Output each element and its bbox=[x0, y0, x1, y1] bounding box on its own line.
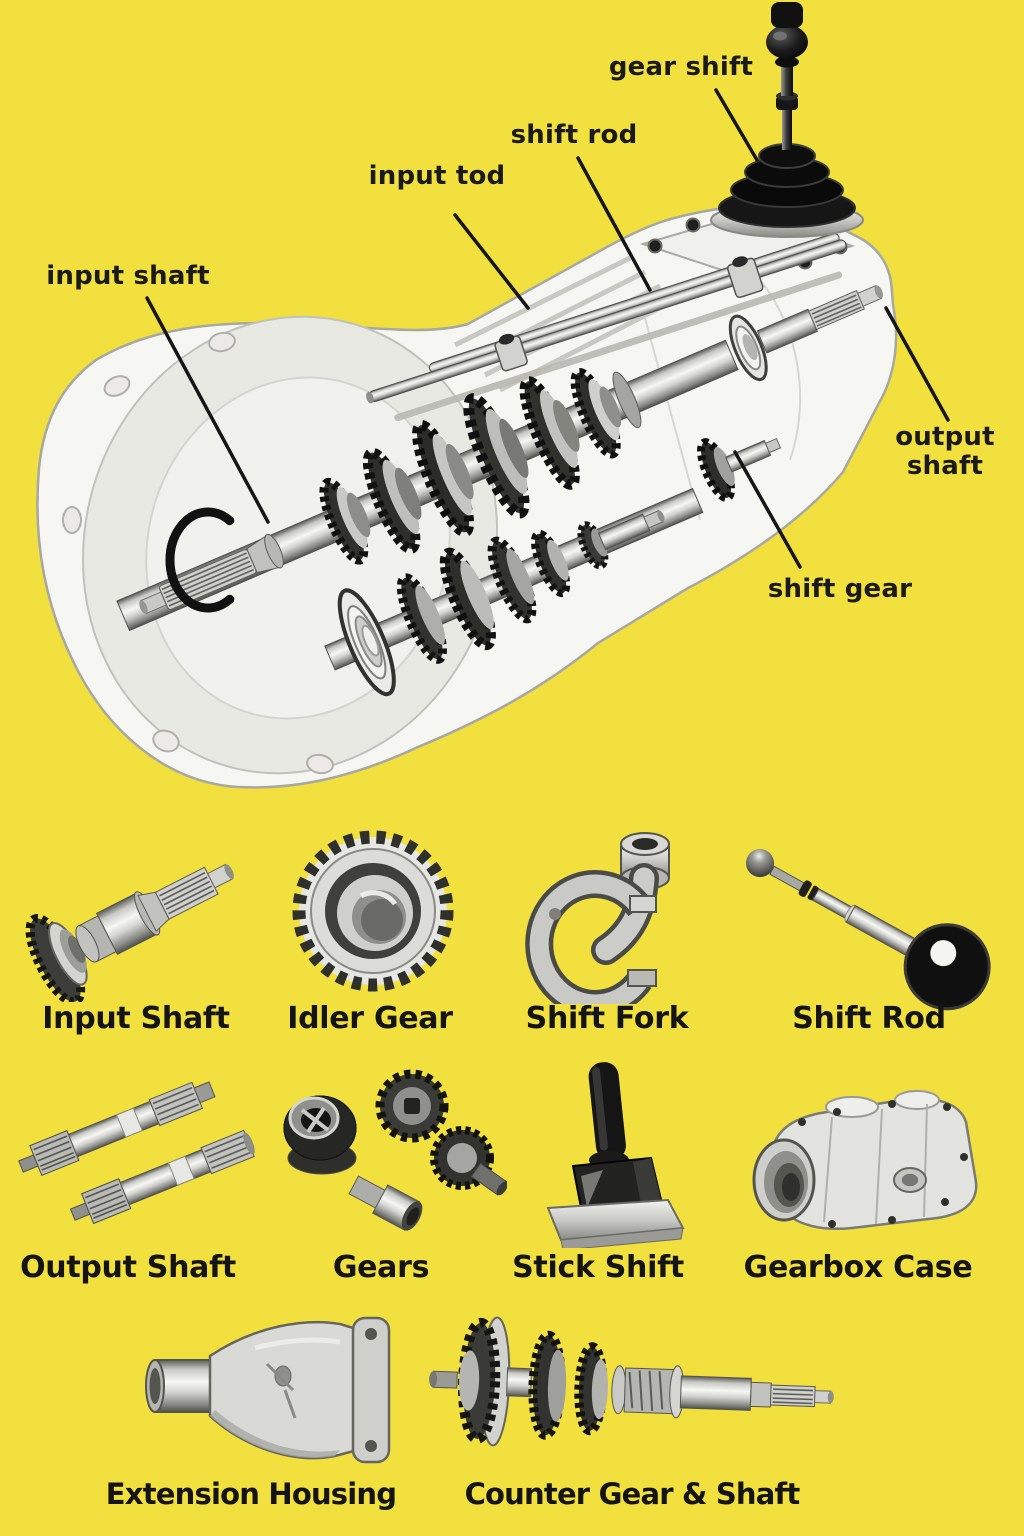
label-shift-rod: Shift Rod bbox=[792, 1001, 946, 1036]
shift-knob bbox=[766, 25, 808, 59]
label-gears: Gears bbox=[332, 1250, 430, 1285]
gears-illustration bbox=[283, 1069, 507, 1231]
label-idler-gear: Idler Gear bbox=[287, 1001, 453, 1036]
output-shaft-illustration bbox=[18, 1081, 255, 1225]
callout-output-shaft: output shaft bbox=[895, 422, 995, 481]
shift-rods bbox=[366, 232, 847, 422]
callout-gear-shift: gear shift bbox=[608, 52, 754, 82]
main-shaft-gear-train bbox=[116, 284, 884, 632]
snap-ring bbox=[165, 507, 235, 613]
label-shift-fork: Shift Fork bbox=[525, 1001, 689, 1036]
callout-shift-gear: shift gear bbox=[767, 574, 913, 604]
leader-line-input-tod bbox=[453, 213, 530, 310]
counter-gear-shaft-illustration bbox=[429, 1316, 834, 1447]
label-gearbox-case: Gearbox Case bbox=[743, 1250, 973, 1285]
leader-line-shift-rod bbox=[576, 156, 652, 292]
input-shaft-illustration bbox=[25, 863, 234, 1002]
gearbox-cutaway-illustration bbox=[36, 2, 950, 789]
leader-line-gear-shift bbox=[714, 88, 759, 162]
callout-input-tod: input tod bbox=[368, 161, 506, 191]
callout-input-shaft: input shaft bbox=[46, 261, 210, 291]
extension-housing-illustration bbox=[145, 1316, 391, 1464]
gear-clusters bbox=[319, 368, 642, 565]
gearbox-case-illustration bbox=[752, 1090, 978, 1230]
leader-line-output-shaft bbox=[884, 306, 950, 422]
label-stick-shift: Stick Shift bbox=[512, 1250, 684, 1285]
leader-line-input-shaft bbox=[145, 296, 270, 524]
idler-gear-illustration bbox=[292, 830, 454, 992]
label-counter-gear-shaft: Counter Gear & Shaft bbox=[464, 1477, 801, 1511]
label-extension-housing: Extension Housing bbox=[105, 1477, 397, 1511]
callout-shift-rod: shift rod bbox=[510, 120, 638, 150]
gear-shift-lever bbox=[710, 2, 864, 238]
label-input-shaft: Input Shaft bbox=[42, 1001, 230, 1036]
shift-gear bbox=[697, 437, 782, 502]
leader-line-shift-gear bbox=[733, 450, 802, 569]
shift-fork-illustration bbox=[525, 832, 670, 1004]
shift-rod-illustration bbox=[746, 849, 991, 1011]
label-output-shaft: Output Shaft bbox=[20, 1250, 236, 1285]
output-shaft-section bbox=[728, 284, 884, 382]
counter-shaft-gear-train bbox=[324, 487, 704, 697]
stick-shift-illustration bbox=[546, 1062, 685, 1248]
